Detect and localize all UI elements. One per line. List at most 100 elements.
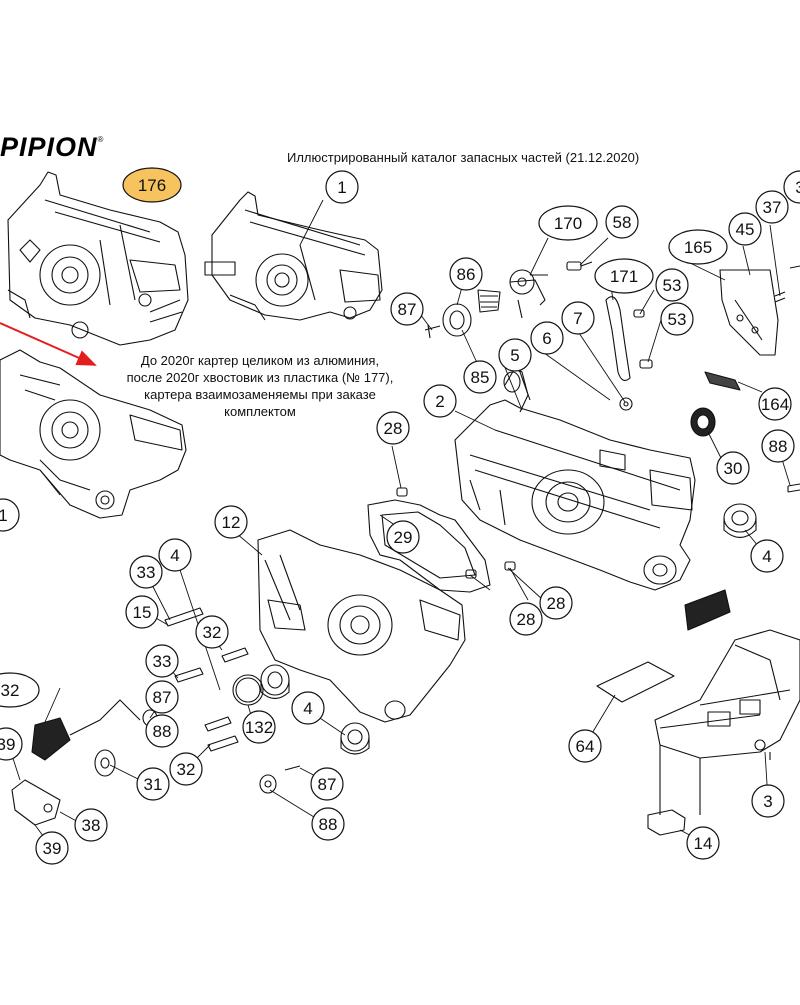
callout-7: 7 [561, 301, 595, 335]
callout-label: 3 [795, 178, 800, 197]
callout-label: 33 [153, 652, 172, 671]
washer-88-bottom [259, 765, 301, 794]
callout-bubble [145, 680, 179, 714]
callout-label: 4 [303, 699, 312, 718]
callout-bubble [325, 170, 359, 204]
callout-37: 37 [755, 190, 789, 224]
callout-39: 39 [0, 727, 23, 761]
callout-bubble [783, 170, 800, 204]
callout-label: 87 [398, 300, 417, 319]
bearing-4-bottom [340, 722, 370, 755]
crankcase-part-176 [7, 171, 189, 346]
callout-label: 85 [471, 368, 490, 387]
callout-bubble [449, 257, 483, 291]
callout-label: 165 [684, 238, 712, 257]
callout-bubble [129, 555, 163, 589]
note-line: картера взаимозаменяемы при заказе [144, 387, 376, 402]
callout-14: 14 [686, 826, 720, 860]
sensor-132 [31, 699, 141, 761]
callout-bubble [423, 384, 457, 418]
callout-bubble [145, 644, 179, 678]
callout-bubble [125, 595, 159, 629]
catalog-title: Иллюстрированный каталог запасных частей… [287, 150, 640, 165]
callout-85: 85 [463, 360, 497, 394]
callout-label: 64 [576, 737, 595, 756]
callout-53: 53 [660, 302, 694, 336]
callout-bubble [605, 205, 639, 239]
callout-bubble [728, 212, 762, 246]
callout-label: 32 [177, 760, 196, 779]
callout-12: 12 [214, 505, 248, 539]
callout-39: 39 [35, 831, 69, 865]
callout-label: 164 [761, 395, 789, 414]
callout-64: 64 [568, 729, 602, 763]
callout-label: 1 [337, 178, 346, 197]
callout-label: 5 [510, 346, 519, 365]
callout-1: 1 [0, 498, 20, 532]
callout-label: 39 [0, 735, 15, 754]
washer-31 [94, 749, 116, 777]
callout-label: 170 [554, 214, 582, 233]
plate-part-165 [719, 269, 779, 356]
callout-87: 87 [390, 292, 424, 326]
part-164 [704, 371, 741, 391]
callout-bubble [0, 727, 23, 761]
callout-88: 88 [145, 714, 179, 748]
callout-label: 132 [245, 718, 273, 737]
callout-label: 45 [736, 220, 755, 239]
callout-5: 5 [498, 338, 532, 372]
callout-171: 171 [594, 258, 654, 294]
plate-part-64 [596, 661, 675, 703]
callout-86: 86 [449, 257, 483, 291]
callout-29: 29 [386, 520, 420, 554]
callout-bubble [538, 205, 598, 241]
callout-label: 58 [613, 213, 632, 232]
callout-bubble [136, 767, 170, 801]
callout-label: 12 [222, 513, 241, 532]
callout-4: 4 [750, 539, 784, 573]
callout-bubble [242, 710, 276, 744]
callout-label: 3 [763, 792, 772, 811]
callout-bubble [498, 338, 532, 372]
callout-label: 37 [763, 198, 782, 217]
callout-30: 30 [716, 451, 750, 485]
note-arrow [0, 322, 97, 366]
callout-6: 6 [530, 321, 564, 355]
callout-label: 87 [318, 775, 337, 794]
callout-31: 31 [136, 767, 170, 801]
callout-label: 38 [82, 816, 101, 835]
callout-bubble [158, 538, 192, 572]
callout-87: 87 [145, 680, 179, 714]
callout-bubble [376, 411, 410, 445]
callout-label: 53 [668, 310, 687, 329]
callout-53: 53 [655, 268, 689, 302]
callout-bubble [169, 752, 203, 786]
callout-33: 33 [145, 644, 179, 678]
callout-28: 28 [509, 602, 543, 636]
callout-label: 7 [573, 309, 582, 328]
callout-label: 86 [457, 265, 476, 284]
brand-name: PIPION [0, 132, 98, 162]
snap-ring-15 [232, 674, 264, 706]
callout-3: 3 [783, 170, 800, 204]
callout-bubble [751, 784, 785, 818]
callout-28: 28 [376, 411, 410, 445]
callout-32: 32 [0, 672, 40, 708]
callout-45: 45 [728, 212, 762, 246]
callout-label: 88 [153, 722, 172, 741]
callout-label: 32 [1, 681, 20, 700]
crankcase-part-1-top [204, 191, 383, 321]
latch-part [684, 589, 731, 631]
callout-58: 58 [605, 205, 639, 239]
brand-logo: PIPION® [0, 132, 104, 163]
callout-bubble [0, 498, 20, 532]
note-text: До 2020г картер целиком из алюминия, пос… [100, 352, 420, 420]
callout-label: 6 [542, 329, 551, 348]
callout-label: 1 [0, 506, 8, 525]
callout-label: 88 [769, 437, 788, 456]
callout-bubble [668, 229, 728, 265]
note-line: комплектом [224, 404, 296, 419]
callout-4: 4 [291, 691, 325, 725]
callout-bubble [539, 586, 573, 620]
callout-bubble [145, 714, 179, 748]
